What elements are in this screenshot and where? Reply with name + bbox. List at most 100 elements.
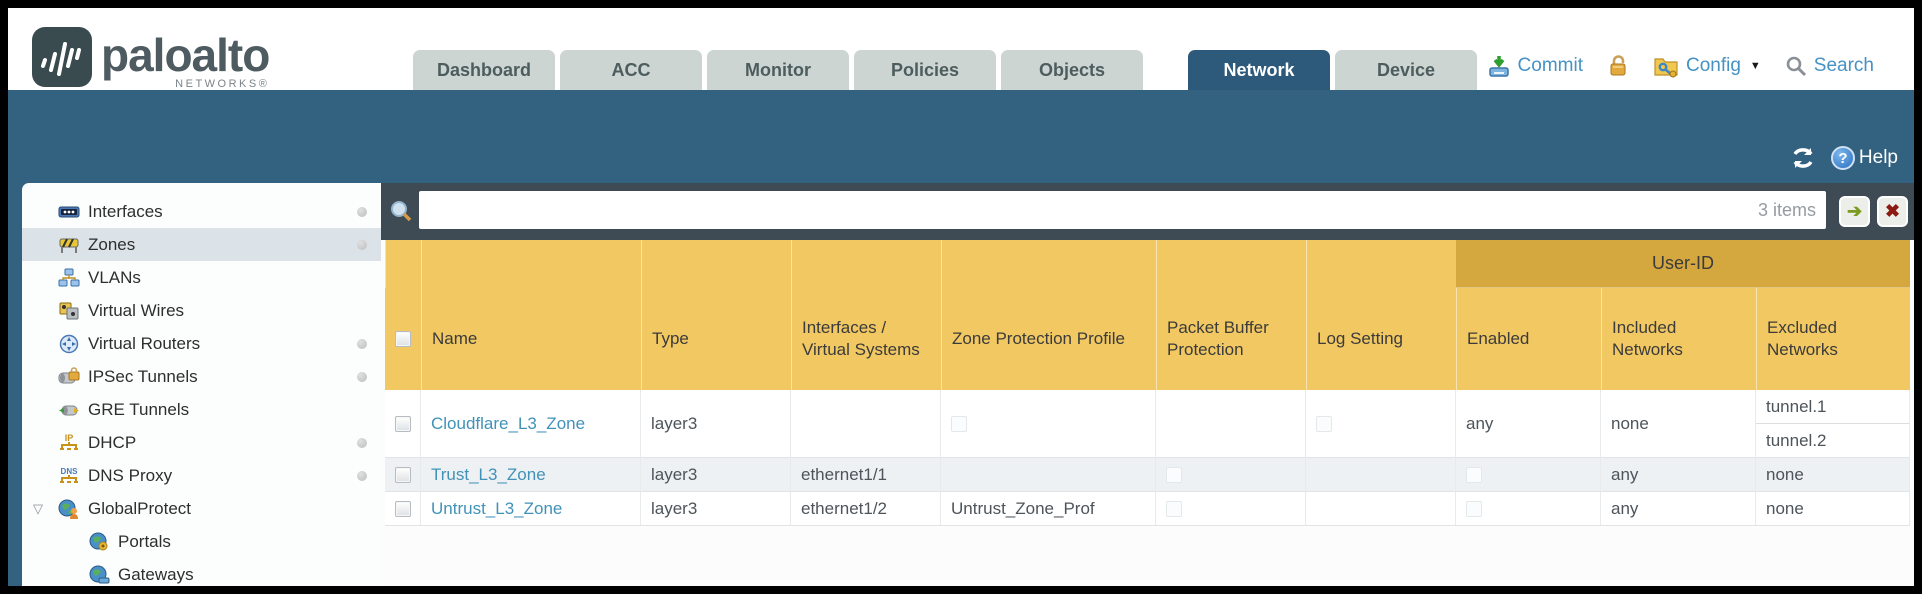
sidebar-item-label: DHCP	[88, 432, 137, 452]
packet-buffer-protection-checkbox[interactable]	[1166, 500, 1182, 517]
sidebar-item-gre-tunnels[interactable]: GRE Tunnels	[22, 393, 381, 426]
clear-filter-button[interactable]: ✖	[1877, 196, 1908, 227]
column-header-log-setting[interactable]: Log Setting	[1306, 288, 1456, 390]
svg-text:IP: IP	[65, 433, 74, 443]
dhcp-icon: IP	[60, 433, 78, 450]
row-checkbox[interactable]	[394, 415, 411, 432]
select-all-cell	[385, 288, 421, 390]
select-all-checkbox[interactable]	[395, 331, 411, 347]
tab-device[interactable]: Device	[1335, 50, 1477, 90]
zone-name-link[interactable]: Untrust_L3_Zone	[431, 498, 563, 518]
sidebar-item-interfaces[interactable]: Interfaces	[22, 195, 381, 228]
tab-dashboard[interactable]: Dashboard	[413, 50, 555, 90]
log-setting-cell	[1306, 492, 1456, 526]
tab-policies[interactable]: Policies	[854, 50, 996, 90]
status-dot	[357, 207, 367, 217]
help-button[interactable]: ? Help	[1830, 146, 1898, 170]
sidebar-item-virtual-routers[interactable]: Virtual Routers	[22, 327, 381, 360]
sidebar-item-label: DNS Proxy	[88, 465, 173, 485]
tab-objects[interactable]: Objects	[1001, 50, 1143, 90]
sidebar-item-label: VLANs	[88, 267, 141, 287]
tab-network[interactable]: Network	[1188, 50, 1330, 90]
zone-protection-profile-cell	[791, 390, 941, 458]
items-count-label: 3 items	[1757, 200, 1816, 220]
zone-interface-cell: tunnel.1	[1756, 390, 1910, 424]
gre-tunnels-icon	[59, 405, 79, 415]
packet-buffer-protection-checkbox[interactable]	[951, 415, 967, 432]
top-action-bar: Commit Config ▼ Search	[1487, 54, 1874, 78]
brand-name: paloalto	[101, 29, 270, 81]
column-header-zone-protection-profile[interactable]: Zone Protection Profile	[941, 288, 1156, 390]
sidebar-item-dns-proxy[interactable]: DNS DNS Proxy	[22, 459, 381, 492]
portals-icon	[89, 532, 108, 550]
sidebar-item-label: IPSec Tunnels	[88, 366, 198, 386]
config-icon[interactable]	[1653, 54, 1679, 78]
sidebar-item-label: Interfaces	[88, 201, 163, 221]
column-header-included-networks[interactable]: Included Networks	[1601, 288, 1756, 390]
column-header-packet-buffer-protection[interactable]: Packet Buffer Protection	[1156, 288, 1306, 390]
search-icon[interactable]	[1785, 55, 1807, 77]
column-header-type[interactable]: Type	[641, 288, 791, 390]
excluded-networks-cell: none	[1601, 390, 1756, 458]
zone-protection-profile-cell	[941, 458, 1156, 492]
sidebar-item-vlans[interactable]: VLANs	[22, 261, 381, 294]
sidebar-item-label: Virtual Routers	[88, 333, 201, 353]
help-icon: ?	[1830, 146, 1855, 170]
log-setting-cell	[1306, 458, 1456, 492]
user-id-enabled-checkbox[interactable]	[1466, 466, 1482, 483]
row-checkbox[interactable]	[394, 466, 411, 483]
filter-input-wrap: 3 items	[419, 191, 1826, 229]
sidebar-item-dhcp[interactable]: IP DHCP	[22, 426, 381, 459]
app-window: paloalto NETWORKS® Dashboard ACC Monitor…	[8, 8, 1914, 586]
sidebar-item-globalprotect[interactable]: ▽ GlobalProtect	[22, 492, 381, 525]
filter-bar: 3 items ➔ ✖	[381, 183, 1914, 240]
top-bar: paloalto NETWORKS® Dashboard ACC Monitor…	[8, 8, 1914, 90]
status-dot	[357, 438, 367, 448]
column-header-excluded-networks[interactable]: Excluded Networks	[1756, 288, 1910, 390]
config-caret-down-icon[interactable]: ▼	[1749, 60, 1761, 72]
zone-type-cell: layer3	[641, 458, 791, 492]
apply-filter-button[interactable]: ➔	[1839, 196, 1870, 227]
column-header-name[interactable]: Name	[421, 288, 641, 390]
zone-name-link[interactable]: Trust_L3_Zone	[431, 464, 546, 484]
user-id-enabled-checkbox[interactable]	[1466, 500, 1482, 517]
sidebar-item-label: Zones	[88, 234, 136, 254]
commit-button[interactable]: Commit	[1517, 55, 1583, 76]
globalprotect-icon	[58, 499, 78, 519]
sidebar-item-label: Virtual Wires	[88, 300, 185, 320]
included-networks-cell: any	[1456, 390, 1601, 458]
sidebar-item-label: GlobalProtect	[88, 498, 191, 518]
excluded-networks-cell: none	[1756, 458, 1910, 492]
zones-table: User-ID Name Type Interfaces / Virtual S…	[385, 240, 1910, 526]
zone-name-link[interactable]: Cloudflare_L3_Zone	[431, 413, 586, 433]
row-checkbox[interactable]	[394, 500, 411, 517]
column-header-enabled[interactable]: Enabled	[1456, 288, 1601, 390]
ipsec-tunnels-icon	[58, 366, 80, 383]
user-id-group-header: User-ID	[1456, 240, 1910, 288]
tab-monitor[interactable]: Monitor	[707, 50, 849, 90]
paloalto-logo-text: paloalto NETWORKS®	[101, 26, 270, 90]
tab-acc[interactable]: ACC	[560, 50, 702, 90]
expander-triangle-icon[interactable]: ▽	[33, 501, 43, 516]
lock-icon[interactable]	[1607, 54, 1629, 78]
paloalto-logo: paloalto NETWORKS®	[31, 26, 270, 90]
sidebar-item-ipsec-tunnels[interactable]: IPSec Tunnels	[22, 360, 381, 393]
refresh-icon[interactable]	[1789, 145, 1817, 171]
filter-search-icon[interactable]	[389, 199, 413, 223]
status-dot	[357, 471, 367, 481]
packet-buffer-protection-checkbox[interactable]	[1166, 466, 1182, 483]
user-id-enabled-checkbox[interactable]	[1316, 415, 1332, 432]
sidebar-item-zones[interactable]: Zones	[22, 228, 381, 261]
sidebar-item-portals[interactable]: Portals	[22, 525, 381, 558]
sidebar-item-virtual-wires[interactable]: Virtual Wires	[22, 294, 381, 327]
zone-protection-profile-cell: Untrust_Zone_Prof	[941, 492, 1156, 526]
filter-input[interactable]	[419, 191, 1826, 229]
search-button[interactable]: Search	[1813, 55, 1874, 76]
main-nav-tabs: Dashboard ACC Monitor Policies Objects N…	[413, 50, 1477, 90]
virtual-routers-icon	[59, 334, 79, 353]
table-row: Cloudflare_L3_Zone layer3 tunnel.1 tunne…	[385, 390, 1910, 458]
config-button[interactable]: Config	[1685, 55, 1741, 76]
column-header-interfaces[interactable]: Interfaces / Virtual Systems	[791, 288, 941, 390]
sidebar-item-gateways[interactable]: Gateways	[22, 558, 381, 586]
commit-icon[interactable]	[1487, 54, 1511, 78]
